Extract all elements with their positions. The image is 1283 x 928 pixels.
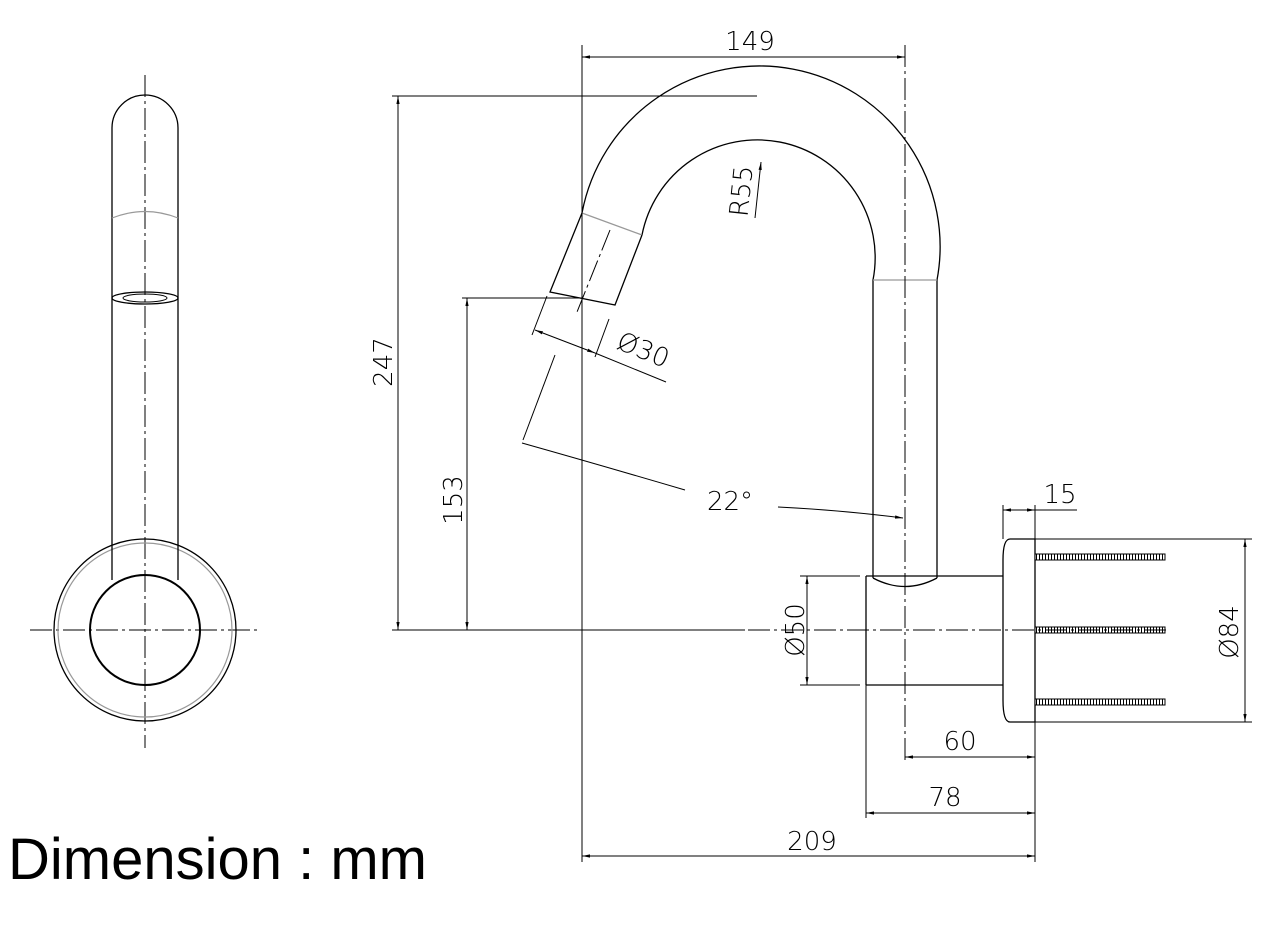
dim-flange-diameter: Ø84 bbox=[1215, 605, 1245, 659]
dimension-lines: 149 247 153 R55 Ø30 22° 15 Ø84 Ø50 60 78… bbox=[369, 27, 1252, 862]
dim-overall-width: 149 bbox=[725, 27, 775, 57]
front-flange-edge bbox=[57, 542, 233, 718]
front-body-circle bbox=[89, 574, 201, 686]
spout-inner-contour bbox=[641, 139, 876, 578]
unit-note: Dimension : mm bbox=[8, 827, 427, 892]
aerator-icon bbox=[111, 291, 179, 305]
mounting-stud bbox=[1034, 553, 1166, 561]
front-spout-tube bbox=[111, 94, 179, 580]
side-view bbox=[549, 45, 1170, 760]
tangent-line bbox=[581, 212, 643, 236]
dim-spout-angle: 22° bbox=[707, 487, 753, 517]
spout-outer-contour bbox=[581, 65, 941, 578]
spout-tip bbox=[549, 212, 643, 306]
dim-body-length: 78 bbox=[928, 783, 961, 813]
dim-bend-radius: R55 bbox=[724, 164, 759, 218]
front-view bbox=[30, 75, 258, 748]
dim-flange-thickness: 15 bbox=[1043, 480, 1076, 510]
front-bend-line bbox=[111, 210, 179, 219]
dim-total-projection: 209 bbox=[787, 827, 837, 857]
dim-spout-diameter: Ø30 bbox=[613, 327, 674, 375]
front-flange-outer bbox=[53, 538, 237, 722]
wall-flange bbox=[1002, 538, 1036, 723]
dim-body-diameter: Ø50 bbox=[781, 603, 811, 657]
aerator-inner bbox=[122, 293, 168, 303]
dim-overall-height: 247 bbox=[369, 337, 399, 387]
dim-wall-to-axis: 60 bbox=[943, 727, 976, 757]
mounting-stud bbox=[1034, 698, 1166, 706]
dim-spout-height: 153 bbox=[439, 475, 469, 525]
